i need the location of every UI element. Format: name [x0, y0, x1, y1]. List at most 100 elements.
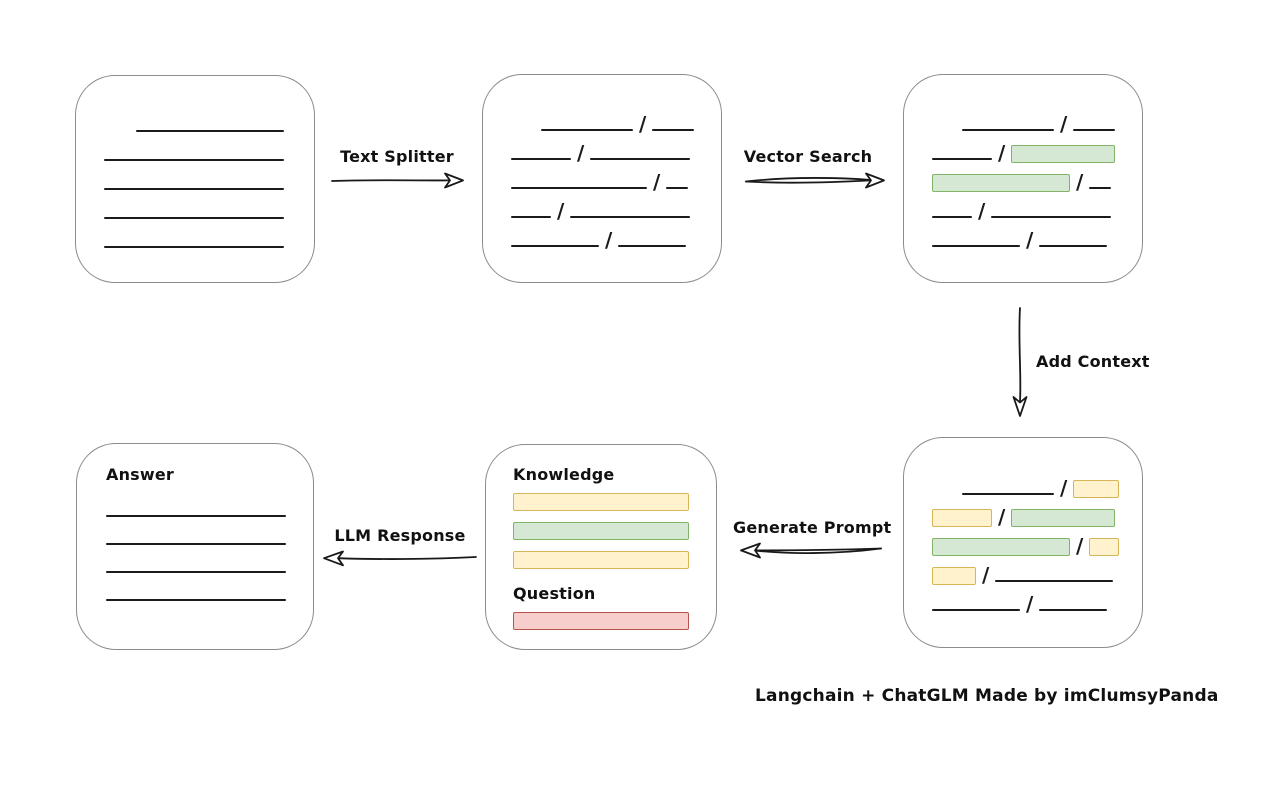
context-box: / / / / / — [903, 437, 1143, 648]
slash-separator: / — [998, 141, 1006, 165]
prompt-box: Knowledge Question — [485, 444, 717, 650]
document-box — [75, 75, 315, 283]
text-line — [991, 216, 1112, 218]
text-row: / — [511, 164, 691, 193]
text-row: / — [932, 135, 1116, 165]
text-line — [570, 216, 691, 218]
text-row — [104, 223, 284, 252]
answer-box-content: Answer — [106, 465, 286, 605]
text-line — [511, 158, 571, 160]
knowledge-title: Knowledge — [513, 465, 615, 484]
text-line — [106, 599, 286, 601]
text-row: / — [962, 106, 1116, 135]
text-splitter-label: Text Splitter — [340, 147, 454, 166]
slash-separator: / — [998, 505, 1006, 529]
text-row: / — [932, 528, 1120, 558]
text-line — [932, 158, 992, 160]
text-row: / — [932, 193, 1112, 222]
vector-search-arrow — [745, 172, 885, 189]
document-lines — [104, 76, 284, 282]
generate-prompt-arrow — [740, 542, 882, 559]
text-row — [106, 577, 286, 605]
slash-separator: / — [982, 563, 990, 587]
text-line — [541, 129, 633, 131]
text-line — [106, 543, 286, 545]
yellow-highlight — [1089, 538, 1120, 556]
text-line — [511, 187, 647, 189]
generate-prompt-label: Generate Prompt — [733, 518, 892, 537]
text-line — [590, 158, 691, 160]
text-row: / — [511, 222, 691, 251]
text-row: / — [511, 193, 691, 222]
text-line — [106, 515, 286, 517]
text-line — [1089, 187, 1112, 189]
slash-separator: / — [1026, 228, 1034, 252]
slash-separator: / — [1060, 476, 1068, 500]
green-highlight — [932, 538, 1070, 556]
text-line — [511, 216, 551, 218]
context-lines: / / / / / — [932, 438, 1120, 647]
text-line — [666, 187, 689, 189]
text-line — [618, 245, 687, 247]
text-line — [995, 580, 1114, 582]
slash-separator: / — [577, 141, 585, 165]
text-line — [932, 245, 1020, 247]
footer-caption: Langchain + ChatGLM Made by imClumsyPand… — [755, 686, 1219, 706]
text-splitter-arrow — [331, 172, 464, 189]
text-line — [104, 187, 284, 190]
text-line — [1073, 129, 1116, 131]
text-line — [962, 129, 1054, 131]
text-line — [106, 571, 286, 573]
yellow-highlight — [1073, 480, 1120, 498]
text-line — [962, 493, 1054, 495]
green-bar — [513, 522, 689, 540]
add-context-label: Add Context — [1036, 352, 1150, 371]
text-line — [932, 216, 972, 218]
text-line — [104, 158, 284, 161]
question-bars — [513, 612, 689, 630]
text-row — [104, 136, 284, 165]
red-bar — [513, 612, 689, 630]
yellow-bar — [513, 493, 689, 511]
yellow-bar — [513, 551, 689, 569]
slash-separator: / — [639, 112, 647, 136]
text-chunks-box: / / / / / — [482, 74, 722, 283]
text-line — [136, 129, 284, 132]
llm-response-label: LLM Response — [334, 526, 466, 545]
slash-separator: / — [653, 170, 661, 194]
text-row: / — [962, 470, 1120, 500]
text-row: / — [541, 106, 695, 136]
text-row: / — [932, 222, 1112, 251]
prompt-box-content: Knowledge Question — [513, 465, 689, 630]
vector-match-lines: / / / / / — [932, 75, 1116, 282]
text-line — [511, 245, 599, 247]
llm-response-arrow — [323, 550, 477, 567]
vector-matches-box: / / / / / — [903, 74, 1143, 283]
green-highlight — [1011, 145, 1116, 163]
text-row: / — [932, 499, 1116, 529]
vector-search-label: Vector Search — [743, 147, 873, 166]
text-row: / — [932, 557, 1114, 587]
text-line — [104, 216, 284, 219]
slash-separator: / — [605, 228, 613, 252]
yellow-highlight — [932, 567, 976, 585]
text-line — [1039, 245, 1108, 247]
slash-separator: / — [1076, 534, 1084, 558]
answer-box: Answer — [76, 443, 314, 650]
green-highlight — [932, 174, 1070, 192]
text-row: / — [932, 164, 1112, 193]
text-row — [106, 521, 286, 549]
text-line — [652, 129, 695, 131]
text-line — [932, 609, 1020, 611]
text-row — [104, 194, 284, 223]
slash-separator: / — [557, 199, 565, 223]
slash-separator: / — [1076, 170, 1084, 194]
text-line — [104, 245, 284, 248]
slash-separator: / — [978, 199, 986, 223]
knowledge-bars — [513, 493, 689, 569]
slash-separator: / — [1026, 592, 1034, 616]
add-context-arrow — [1012, 307, 1028, 417]
answer-title: Answer — [106, 465, 175, 484]
text-row: / — [932, 586, 1112, 615]
